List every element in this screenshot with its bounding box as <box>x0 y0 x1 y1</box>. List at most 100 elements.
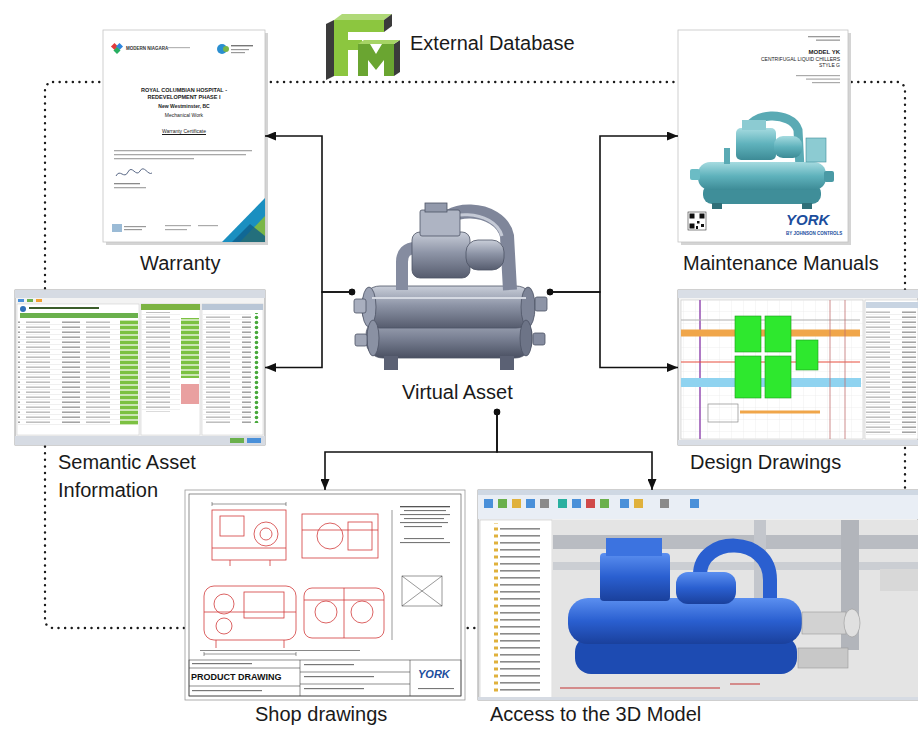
chiller-illustration <box>535 297 547 311</box>
maintenance-manual-cover <box>697 221 700 224</box>
shop-drawing-sheet <box>189 494 461 696</box>
maintenance-manual-cover <box>806 138 826 162</box>
asset-information-screenshot <box>181 384 199 404</box>
warranty-document <box>222 198 265 242</box>
model-viewer-screenshot <box>478 490 918 700</box>
brand-logo: YORK <box>418 668 450 681</box>
shop-drawing-sheet <box>404 526 442 527</box>
shop-drawing-sheet <box>214 594 234 614</box>
shop-drawing-sheet <box>189 660 461 696</box>
model-viewer-screenshot <box>880 569 918 591</box>
warranty-document <box>112 224 122 232</box>
shop-drawing-sheet <box>212 548 286 566</box>
shop-drawing-sheet <box>212 502 286 506</box>
connector-arrow <box>550 292 678 368</box>
maintenance-manual-cover <box>712 203 722 209</box>
title-block-text: PRODUCT DRAWING <box>191 672 282 682</box>
maintenance-manual-cover <box>774 136 802 158</box>
model-viewer-screenshot <box>478 495 918 519</box>
maintenance-manual-cover <box>696 226 698 229</box>
model-viewer-screenshot <box>478 490 918 495</box>
warranty-document <box>114 187 146 188</box>
model-viewer-screenshot <box>568 598 802 644</box>
model-viewer-screenshot <box>798 648 848 668</box>
asset-information-screenshot <box>120 320 138 425</box>
screenshot-thumbnail: Design Drawings <box>678 290 918 445</box>
asset-information-screenshot <box>251 313 261 423</box>
maintenance-manual-cover <box>724 148 730 164</box>
node-label: Design Drawings <box>690 450 841 474</box>
junction-dot <box>494 409 500 415</box>
shop-drawing-sheet <box>402 576 442 606</box>
asset-information-screenshot <box>17 304 139 435</box>
shop-drawing-sheet <box>315 601 337 623</box>
shop-drawing-sheet <box>302 514 378 558</box>
chiller-illustration <box>500 356 514 370</box>
shop-drawing-sheet <box>260 528 272 540</box>
asset-node: Virtual Asset <box>352 200 550 412</box>
fm-logo <box>326 20 334 80</box>
shop-drawing-sheet <box>185 490 465 700</box>
chiller-illustration <box>362 286 534 328</box>
shop-drawing-sheet <box>400 522 448 523</box>
shop-drawing-sheet <box>192 690 262 691</box>
asset-information-screenshot <box>27 299 33 302</box>
shop-drawing-sheet <box>192 663 252 664</box>
chiller-illustration <box>354 299 366 313</box>
shop-drawing-sheet <box>304 676 374 677</box>
junction-dot <box>349 289 355 295</box>
model-viewer-screenshot <box>572 499 581 508</box>
shop-drawing-sheet <box>402 576 442 606</box>
logo-text: MODERN NIAGARA <box>126 46 168 51</box>
junction-dot <box>494 409 500 415</box>
design-drawing-screenshot <box>735 356 761 398</box>
model-viewer-screenshot <box>478 697 918 700</box>
warranty-document <box>114 154 246 155</box>
design-drawing-screenshot <box>681 300 863 439</box>
shop-drawing-sheet <box>392 510 393 640</box>
warranty-document <box>165 229 187 230</box>
maintenance-manual-cover <box>816 40 840 41</box>
warranty-document <box>116 169 152 176</box>
design-drawing-screenshot <box>796 340 818 370</box>
fm-logo <box>334 14 392 20</box>
shop-drawing-sheet <box>404 510 446 511</box>
maintenance-manual-cover <box>806 79 840 80</box>
asset-information-screenshot <box>36 299 42 302</box>
node-label: Warranty <box>140 251 220 275</box>
maintenance-manual-cover <box>736 128 776 160</box>
asset-information-screenshot <box>141 304 200 435</box>
fm-logo <box>394 40 400 76</box>
shop-drawing-sheet <box>400 506 450 507</box>
design-drawing-screenshot <box>735 316 761 352</box>
cover-text: CENTRIFUGAL LIQUID CHILLERS <box>740 57 840 63</box>
document-text: Mechanical Work <box>128 113 240 119</box>
warranty-document <box>165 225 191 226</box>
asset-information-screenshot <box>202 304 263 435</box>
asset-information-screenshot <box>20 306 26 312</box>
maintenance-manual-cover <box>700 214 705 219</box>
design-drawing-screenshot <box>866 302 918 308</box>
shop-drawing-sheet <box>400 514 450 515</box>
maintenance-manual-cover <box>802 203 812 209</box>
model-viewer-screenshot <box>484 499 493 508</box>
brand-logo: YORK <box>786 211 829 228</box>
junction-dot <box>349 289 355 295</box>
design-drawing-screenshot <box>699 300 701 439</box>
shop-drawing-sheet <box>185 490 465 700</box>
asset-information-screenshot <box>18 299 24 302</box>
connector-arrow <box>265 136 352 292</box>
connector-arrow <box>497 412 652 490</box>
maintenance-manual-cover <box>688 212 706 230</box>
fm-logo <box>326 14 400 80</box>
junction-dot <box>547 289 553 295</box>
fm-logo <box>358 44 394 76</box>
asset-information-screenshot <box>142 312 180 412</box>
chiller-illustration <box>520 320 532 356</box>
fm-logo <box>358 40 400 44</box>
warranty-document <box>231 52 245 53</box>
shop-drawing-sheet <box>400 542 450 543</box>
shop-drawing-sheet <box>404 518 444 519</box>
shop-drawing-sheet <box>189 660 410 696</box>
document-text: Warranty Certificate <box>128 129 240 135</box>
